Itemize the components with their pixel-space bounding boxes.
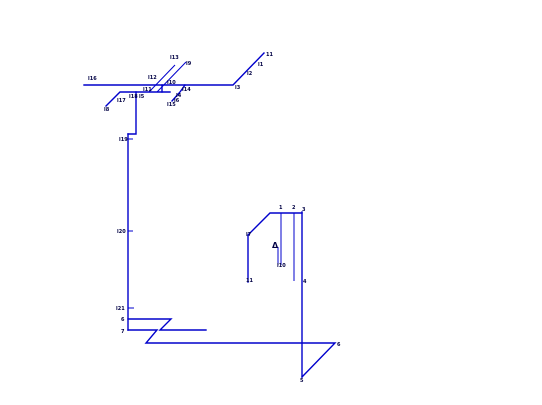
label-l9: l9 [186,61,192,67]
label-n5: 5 [300,378,304,384]
label-l15: l15 [167,102,176,108]
label-l0: 11 [266,52,273,58]
label-n4: 4 [303,279,307,285]
label-l8: l8 [104,107,110,113]
label-n2: 2 [292,205,296,211]
top-branch-pipe-l13 [148,64,176,93]
label-l13: l13 [170,55,179,61]
label-l21: l21 [116,306,125,312]
label-n11: 11 [246,278,253,284]
label-b6: 6 [121,317,125,323]
label-l20: l20 [117,229,126,235]
level-mark-icon: Δ [272,241,279,250]
label-nl12b: l10 [277,263,286,269]
label-l1: l1 [258,62,264,68]
label-n1: 1 [279,205,283,211]
label-l14: l14 [182,87,191,93]
label-n6: 6 [337,342,341,348]
label-l4: l4 [176,93,182,99]
bottom-return-pipe [127,329,337,378]
top-main-pipe [83,52,265,86]
label-l2: l2 [247,71,253,77]
bottom-zigzag-pipe [127,318,207,331]
label-l17: l17 [117,98,126,104]
label-l10: l10 [167,80,176,86]
label-l7: l7 [246,232,252,238]
label-l11: l11 [143,87,152,93]
label-l5: l5 [139,94,145,100]
label-l19: l19 [119,137,128,143]
left-lower-branch-pipe [105,91,171,107]
label-l3: l3 [235,85,241,91]
label-n3: 3 [302,207,306,213]
right-top-branch [247,212,303,283]
right-small-branch-pipe [171,84,186,102]
label-l16: l16 [88,76,97,82]
label-l18: l18 [129,94,138,100]
label-l6: l6 [174,98,180,104]
label-l12: l12 [148,75,157,81]
label-n7: 7 [121,329,125,335]
drop-to-main-riser [127,91,137,135]
